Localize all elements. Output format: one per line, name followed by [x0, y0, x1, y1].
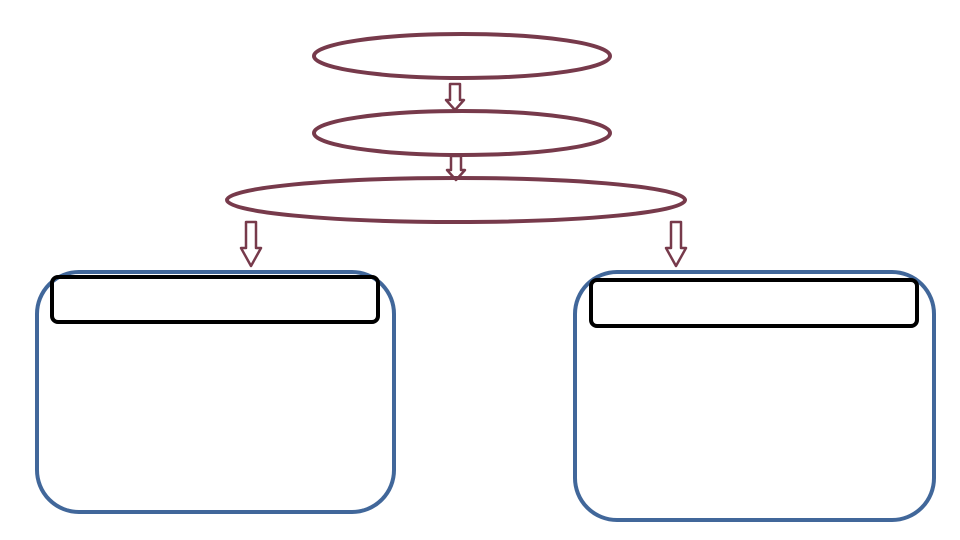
left-panel-header — [50, 275, 380, 324]
right-panel — [573, 270, 936, 522]
middle-ellipse-node — [312, 109, 612, 157]
down-arrow-icon — [444, 82, 466, 112]
down-arrow-icon — [445, 154, 467, 182]
left-panel — [35, 270, 396, 514]
right-panel-header — [589, 278, 919, 328]
down-arrow-icon — [239, 220, 263, 268]
bottom-ellipse-node — [225, 176, 687, 224]
top-ellipse-node — [312, 32, 612, 80]
down-arrow-icon — [664, 220, 688, 268]
